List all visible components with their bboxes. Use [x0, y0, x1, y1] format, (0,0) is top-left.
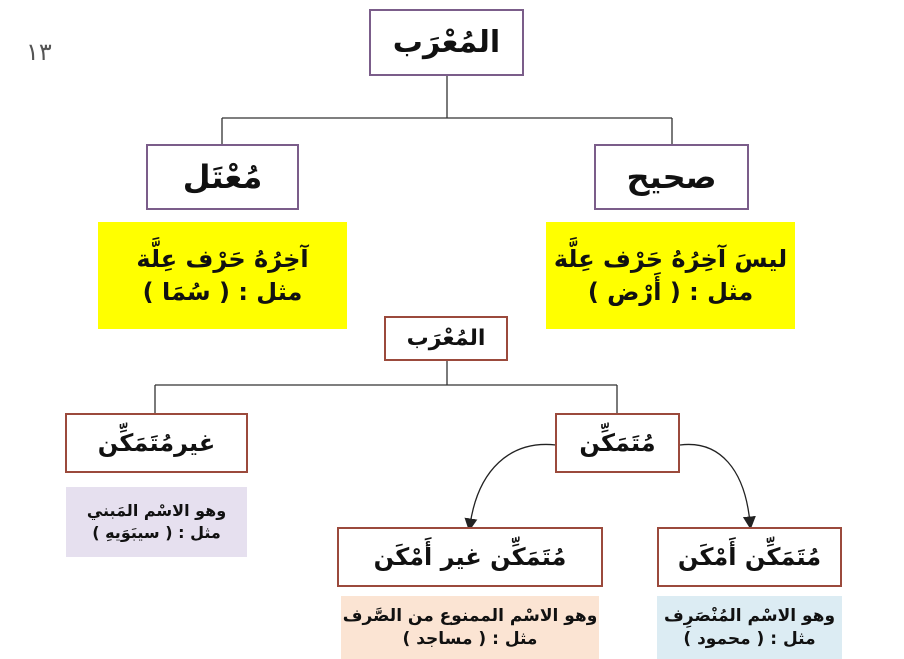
amkan-note-line2: مثل : ( محمود ): [683, 628, 816, 649]
page-number: ١٣: [26, 38, 52, 66]
sahih-note: ليسَ آخِرُهُ حَرْف عِلَّة مثل : ( أَرْض …: [546, 222, 795, 329]
mutal-note-line2: مثل : ( سُمَا ): [142, 277, 303, 306]
ghayr-mutamakkin-note: وهو الاسْم المَبني مثل : ( سيبَوَيهِ ): [66, 487, 247, 557]
sahih-note-line1: ليسَ آخِرُهُ حَرْف عِلَّة: [553, 245, 788, 274]
sahih-node: صحيح: [594, 144, 749, 210]
mutal-note: آخِرُهُ حَرْف عِلَّة مثل : ( سُمَا ): [98, 222, 347, 329]
root-node-top: المُعْرَب: [369, 9, 524, 76]
amkan-note-line1: وهو الاسْم المُنْصَرِف: [664, 605, 836, 626]
ghayr-mutamakkin-note-line2: مثل : ( سيبَوَيهِ ): [92, 523, 221, 542]
amkan-node: مُتَمَكِّن أَمْكَن: [657, 527, 842, 587]
amkan-note: وهو الاسْم المُنْصَرِف مثل : ( محمود ): [657, 596, 842, 659]
ghayr-amkan-note: وهو الاسْم الممنوع من الصَّرف مثل : ( مس…: [341, 596, 599, 659]
root-node-bottom: المُعْرَب: [384, 316, 508, 361]
arrow-to-ghayr-amkan: [464, 443, 557, 532]
mutal-note-line1: آخِرُهُ حَرْف عِلَّة: [136, 245, 309, 274]
ghayr-amkan-note-line1: وهو الاسْم الممنوع من الصَّرف: [342, 605, 598, 626]
arrow-to-amkan: [679, 443, 756, 530]
mutamakkin-node: مُتَمَكِّن: [555, 413, 680, 473]
ghayr-amkan-node: مُتَمَكِّن غير أَمْكَن: [337, 527, 603, 587]
sahih-note-line2: مثل : ( أَرْض ): [587, 277, 754, 306]
ghayr-amkan-note-line2: مثل : ( مساجد ): [402, 628, 538, 649]
ghayr-mutamakkin-note-line1: وهو الاسْم المَبني: [86, 501, 227, 521]
ghayr-mutamakkin-node: غيرمُتَمَكِّن: [65, 413, 248, 473]
mutal-node: مُعْتَل: [146, 144, 299, 210]
